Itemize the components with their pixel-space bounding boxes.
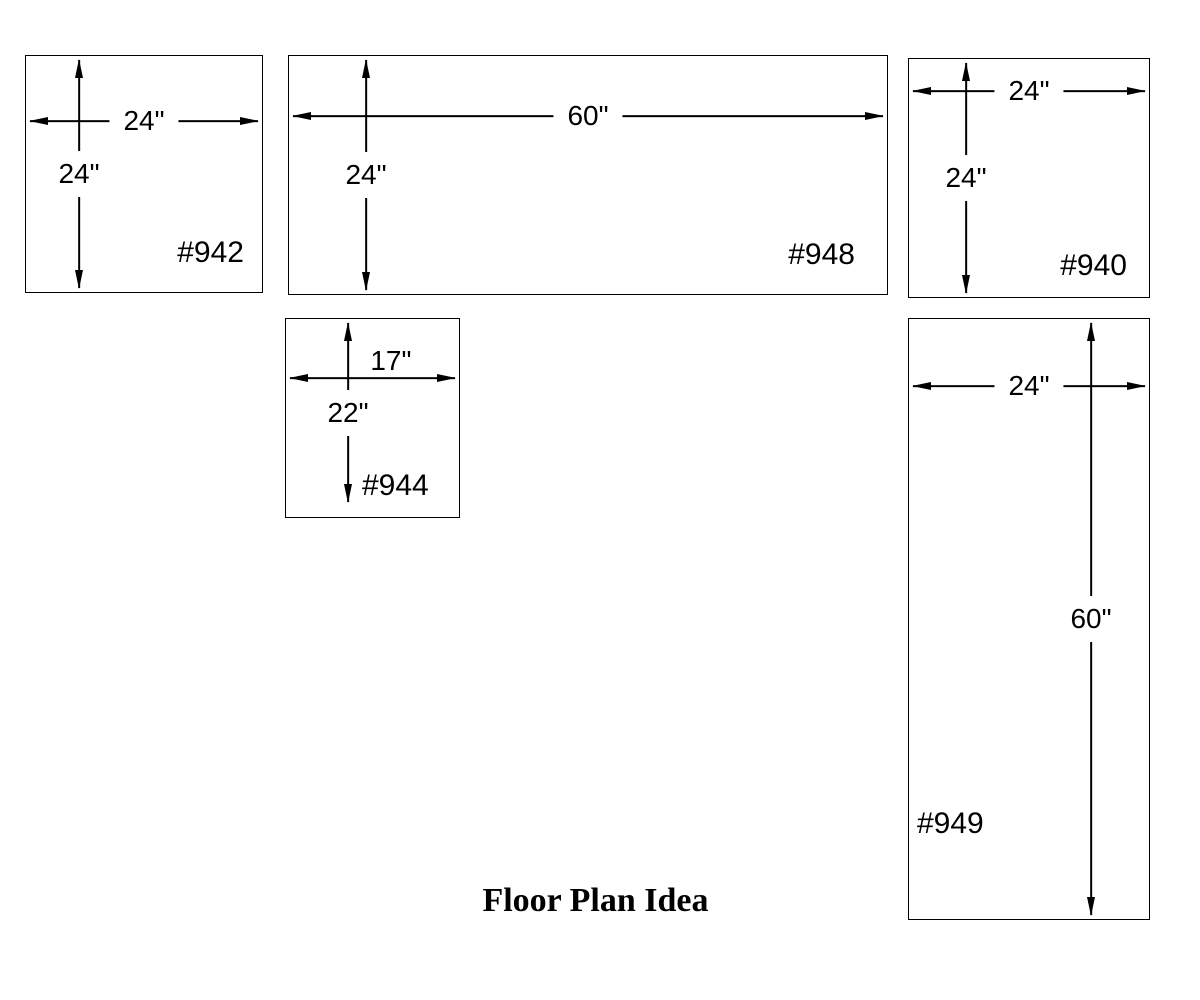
arrowhead-left-icon xyxy=(912,382,931,390)
width-label: 24" xyxy=(994,372,1064,400)
arrowhead-down-icon xyxy=(344,484,352,503)
arrowhead-right-icon xyxy=(1127,382,1146,390)
arrowhead-right-icon xyxy=(437,374,456,382)
dimension-line xyxy=(290,377,455,379)
cabinet-942-label: #942 xyxy=(177,236,244,269)
arrowhead-up-icon xyxy=(1087,322,1095,341)
arrowhead-down-icon xyxy=(962,275,970,294)
cabinet-940-outline: 24" 24" #940 xyxy=(908,58,1150,298)
diagram-title: Floor Plan Idea xyxy=(482,882,709,919)
cabinet-944-width-dimension: 17" xyxy=(289,347,456,388)
arrowhead-up-icon xyxy=(344,322,352,341)
width-label: 24" xyxy=(109,107,179,135)
cabinet-944-outline: 17" 22" #944 xyxy=(285,318,460,518)
width-label: 24" xyxy=(994,77,1064,105)
arrowhead-left-icon xyxy=(289,374,308,382)
arrowhead-left-icon xyxy=(29,117,48,125)
cabinet-948-outline: 60" 24" #948 xyxy=(288,55,888,295)
cabinet-949-width-dimension: 24" xyxy=(912,372,1146,400)
cabinet-948-width-dimension: 60" xyxy=(292,102,884,130)
width-label: 17" xyxy=(370,345,412,376)
arrowhead-down-icon xyxy=(1087,897,1095,916)
cabinet-942-height-dimension: 24" xyxy=(55,59,103,289)
cabinet-940-label: #940 xyxy=(1060,249,1127,282)
cabinet-942-width-dimension: 24" xyxy=(29,107,259,135)
cabinet-949-height-dimension: 60" xyxy=(1067,322,1115,916)
height-label: 24" xyxy=(942,155,990,201)
width-label: 60" xyxy=(553,102,623,130)
arrowhead-up-icon xyxy=(362,59,370,78)
arrowhead-right-icon xyxy=(865,112,884,120)
height-label: 22" xyxy=(324,389,372,436)
cabinet-949-label: #949 xyxy=(917,807,984,840)
cabinet-940-width-dimension: 24" xyxy=(912,77,1146,105)
cabinet-944-height-dimension: 22" xyxy=(324,322,372,503)
arrowhead-up-icon xyxy=(75,59,83,78)
arrowhead-right-icon xyxy=(240,117,259,125)
cabinet-948-label: #948 xyxy=(788,238,855,271)
arrowhead-right-icon xyxy=(1127,87,1146,95)
arrowhead-left-icon xyxy=(912,87,931,95)
height-label: 24" xyxy=(342,152,390,198)
cabinet-944-label: #944 xyxy=(362,469,429,502)
arrowhead-down-icon xyxy=(75,270,83,289)
height-label: 60" xyxy=(1067,596,1115,642)
height-label: 24" xyxy=(55,151,103,197)
cabinet-940-height-dimension: 24" xyxy=(942,62,990,294)
cabinet-942-outline: 24" 24" #942 xyxy=(25,55,263,293)
arrowhead-down-icon xyxy=(362,272,370,291)
cabinet-948-height-dimension: 24" xyxy=(342,59,390,291)
arrowhead-up-icon xyxy=(962,62,970,81)
arrowhead-left-icon xyxy=(292,112,311,120)
cabinet-949-outline: 24" 60" #949 xyxy=(908,318,1150,920)
